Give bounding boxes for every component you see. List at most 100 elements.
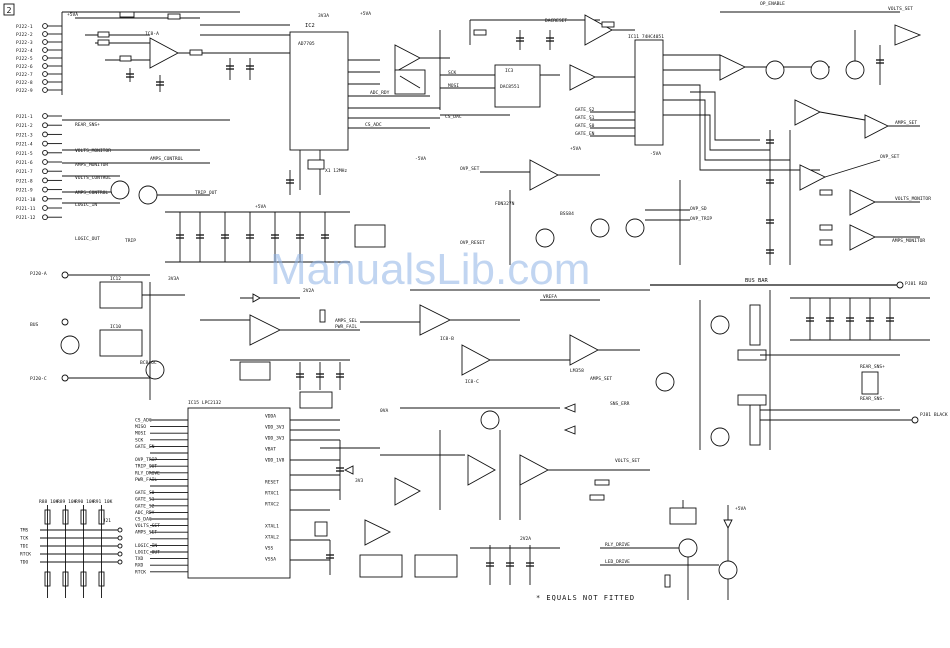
connector-pin: [42, 140, 48, 147]
mcu-pin-name: RTXC2: [265, 502, 279, 508]
jtag-pin: [117, 543, 123, 549]
connector-pin: [42, 113, 48, 119]
net-mosi: MOSI: [448, 83, 459, 89]
mcu-pin-net: GATE_S2: [135, 503, 155, 509]
net-rear-sns-plus: REAR_SNS+: [860, 364, 885, 370]
mcu-pin-name: VDD_1V8: [265, 458, 285, 464]
net-cs-adc: CS_ADC: [365, 122, 382, 128]
mcu-support: 3V3: [290, 391, 380, 575]
net-q-fet: FDN327N: [495, 201, 515, 207]
reference-buffer: CS_DAC: [394, 30, 510, 120]
dac-output-amps: [569, 14, 635, 91]
net-ovp-set-right: OVP_SET: [880, 154, 900, 160]
connector-pin: [42, 149, 48, 156]
watermark: ManualsLib.com: [270, 245, 590, 294]
connector-pin: [42, 87, 48, 93]
net-bus-bar: BUS BAR: [745, 278, 768, 284]
jtag-pin: [117, 559, 123, 565]
dac-part: DAC8551: [500, 84, 520, 90]
sense-amplifiers: AMPS_SEL IC8-B IC8-C LM358 VREFA 0VA AMP…: [335, 289, 650, 585]
q-bc846c: BC846C: [140, 360, 157, 366]
rail-label: +5VA: [67, 12, 78, 18]
op-enable-section: OP_ENABLE VOLTS_SET: [719, 1, 922, 85]
monitor-opamps: AMPS_SET OVP_SET VOLTS_MONITOR AMPS_MONI…: [766, 99, 931, 265]
net-logic-in: LOGIC_IN: [75, 202, 97, 208]
net-gate-s1: GATE_S1: [575, 115, 595, 121]
connector-pin-label: PJ21-8: [16, 178, 33, 184]
net-q-bss: BSS84: [560, 211, 574, 217]
net-rst: 3V3: [355, 478, 364, 484]
rail-p5va-caps: +5VA: [255, 204, 266, 210]
net-rear-sns-minus: REAR_SNS-: [860, 396, 885, 402]
connector-pin: [42, 214, 48, 221]
connector-pin: [42, 71, 48, 77]
net-gate-en: GATE_EN: [575, 131, 595, 137]
net-amps-mon-right: AMPS_MONITOR: [892, 238, 925, 244]
connector-pin: [42, 168, 48, 175]
connector-pin-label: PJ22-9: [16, 88, 33, 94]
lm358-label: LM358: [570, 368, 584, 374]
net-dacreset: DACRESET: [545, 18, 567, 24]
net-amps-control: AMPS_CONTROL: [75, 190, 108, 196]
mcu-pin-net: CS_ADC: [135, 418, 152, 424]
mcu-pin-net: PWR_FAIL: [135, 477, 157, 483]
jtag-pin-label: RTCK: [20, 552, 31, 558]
rail-p5va-led: +5VA: [735, 506, 746, 512]
mcu-pin-name: XTAL1: [265, 524, 279, 530]
net-cs-dac: CS_DAC: [445, 114, 462, 120]
rail-p5va-2: +5VA: [570, 146, 581, 152]
net-amps-control-2: AMPS_CONTROL: [150, 156, 183, 162]
net-pwr-fail: PWR_FAIL: [335, 324, 357, 330]
connector-pin-label: PJ21-5: [16, 151, 33, 157]
net-pj81-red: PJ81 RED: [905, 281, 927, 287]
net-op-enable: OP_ENABLE: [760, 1, 785, 7]
connector-pin-label: PJ21-11: [16, 206, 36, 212]
net-amps-sel: AMPS_SEL: [335, 318, 357, 324]
xtal-label: X1 12MHz: [325, 168, 347, 174]
rail-vrefa: VREFA: [543, 294, 557, 300]
opto1-label: IC12: [110, 276, 121, 282]
rail-m5va: -5VA: [415, 156, 426, 162]
net-ovp-reset: OVP_RESET: [460, 240, 485, 246]
logic-io-section: REAR_SNS+ VOLTS_MONITOR AMPS_MONITOR VOL…: [62, 119, 230, 244]
adc-part: AD7705: [298, 41, 315, 47]
mcu-pin-net: GATE_S0: [135, 490, 155, 496]
net-gate-s2: GATE_S2: [575, 107, 595, 113]
net-sck: SCK: [448, 70, 457, 76]
net-volts-mon-right: VOLTS_MONITOR: [895, 196, 931, 202]
connector-pin: [42, 205, 48, 211]
rail-2v2a: 2V2A: [520, 536, 531, 542]
net-trip-out: TRIP_OUT: [195, 190, 217, 196]
mcu-pin-net: RXD: [135, 563, 144, 569]
power-fail-comparator: PWR_FAIL: [200, 293, 360, 390]
resistor-label: R90 10K: [75, 499, 95, 505]
net-pj81-black: PJ81 BLACK: [920, 412, 948, 418]
relay-driver: RLY_DRIVE LED_DRIVE +5VA: [600, 500, 746, 600]
input-filter-section: +5VA IC8-A: [61, 11, 290, 95]
decoupling-cap-bank: +5VA: [165, 204, 386, 263]
jtag-pin: [117, 551, 123, 557]
rail-p5va-3: +5VA: [360, 11, 371, 17]
mcu-pin-net: GATE_EN: [135, 444, 155, 450]
mcu-label: IC15 LPC2132: [188, 400, 221, 406]
connector-pin-label: PJ21-10: [16, 197, 36, 203]
connector-pin: [42, 63, 48, 69]
connector-pin-label: PJ22-7: [16, 72, 33, 78]
mcu-pin-net: MOSI: [135, 431, 146, 437]
bus-bar-output: BUS BAR PJ81 RED REAR_SNS+ REAR_SNS-: [650, 278, 948, 450]
jtag-pin: [117, 527, 123, 533]
jtag-pin-label: TDI: [20, 544, 29, 550]
conn-pj20c: PJ20-C: [30, 376, 47, 382]
connector-pin: [42, 55, 48, 61]
connector-pin-label: PJ21-4: [16, 142, 33, 148]
dac-ic3: IC3 DAC8551 SCK MOSI DACRESET: [440, 18, 600, 108]
net-volts-set: VOLTS_SET: [615, 458, 640, 464]
connector-pin-label: PJ21-12: [16, 215, 36, 221]
footnote: * EQUALS NOT FITTED: [536, 594, 635, 602]
connector-pin-label: PJ21-7: [16, 169, 33, 175]
jtag-pin-label: TMS: [20, 528, 29, 534]
ic3-label: IC3: [505, 68, 514, 74]
resistor-label: R88 10K: [39, 499, 59, 505]
mcu-pin-name: RTXC1: [265, 491, 279, 497]
